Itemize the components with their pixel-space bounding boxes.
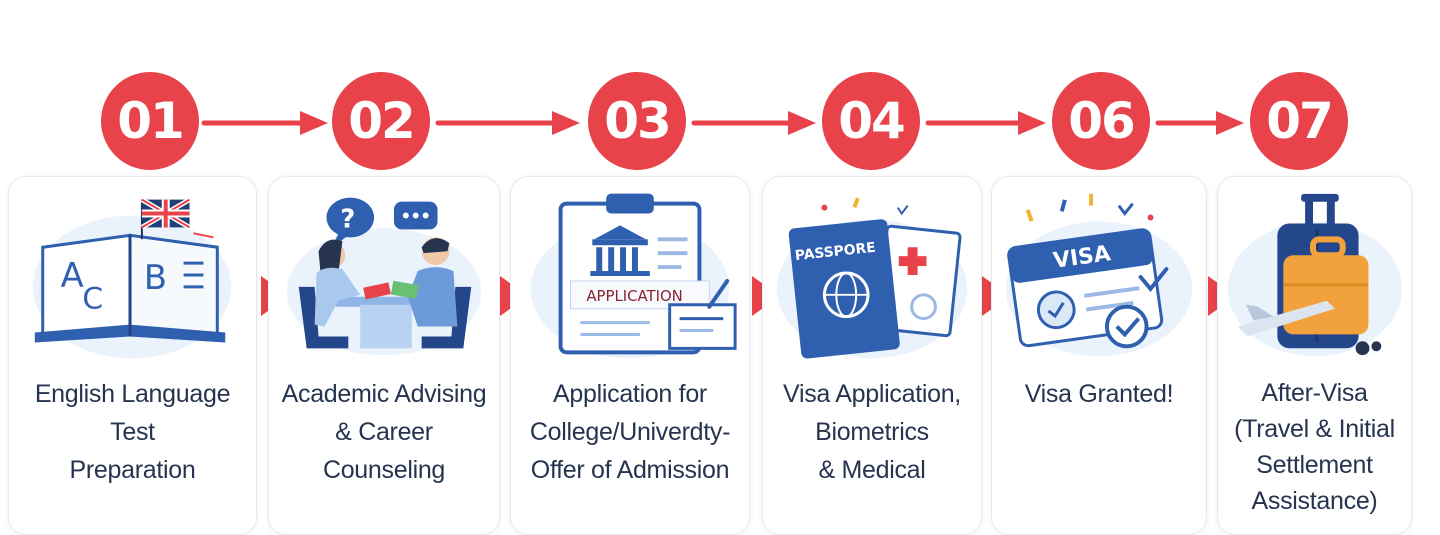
flow-arrow-icon (925, 111, 1046, 135)
step-badge-03: 03 (588, 72, 686, 170)
step-badge-07: 07 (1250, 72, 1348, 170)
step-label: Application for College/Univerdty- Offer… (529, 380, 731, 484)
svg-text:?: ? (340, 204, 355, 234)
flow-arrow-icon (435, 111, 580, 135)
step-card-03: APPLICATION Application for College/Univ… (510, 176, 750, 535)
visa-approved-icon: VISA (1005, 193, 1193, 357)
step-label: Visa Application, Biometrics & Medical (783, 380, 961, 484)
step-card-02: ? Academic Advising & Career Counseling (268, 176, 500, 535)
svg-text:B: B (144, 258, 167, 297)
step-label: Visa Granted! (1024, 380, 1174, 408)
step-label: After-Visa (Travel & Initial Settlement … (1234, 379, 1395, 515)
step-badge-02: 02 (332, 72, 430, 170)
passport-medical-icon: PASSPORE (776, 197, 968, 359)
flow-arrow-icon (691, 111, 816, 135)
advising-meeting-icon: ? (286, 197, 482, 356)
flow-arrow-icon (1155, 111, 1244, 135)
step-card-04: PASSPORE Visa Application, Biometrics & … (762, 176, 982, 535)
step-card-01: A C B English Language Test Preparation (8, 176, 257, 535)
luggage-travel-icon (1227, 193, 1403, 357)
step-label: English Language Test Preparation (34, 380, 231, 484)
step-badge-01: 01 (101, 72, 199, 170)
step-label: Academic Advising & Career Counseling (281, 380, 487, 484)
step-badge-06: 06 (1052, 72, 1150, 170)
step-card-07: After-Visa (Travel & Initial Settlement … (1217, 176, 1412, 535)
open-book-abc-icon: A C B (32, 197, 232, 359)
step-card-06: VISA Visa Granted! (991, 176, 1207, 535)
svg-text:A: A (61, 256, 84, 295)
svg-text:APPLICATION: APPLICATION (586, 287, 682, 305)
flow-arrow-icon (201, 111, 328, 135)
svg-text:C: C (82, 282, 103, 317)
step-badge-04: 04 (822, 72, 920, 170)
application-clipboard-icon: APPLICATION (530, 193, 737, 359)
